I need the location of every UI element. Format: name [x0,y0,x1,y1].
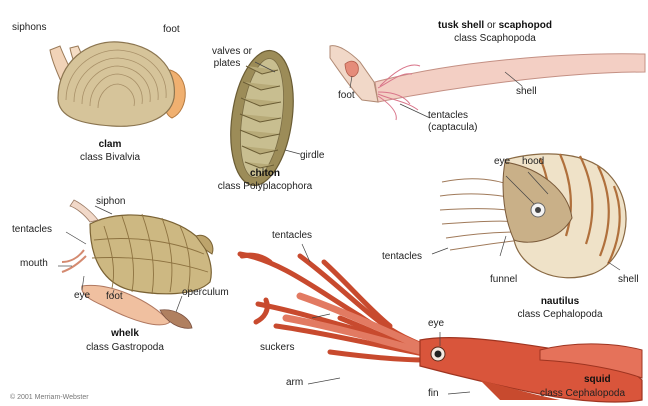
squid-tentacles-label: tentacles [272,230,312,242]
whelk-mouth-label: mouth [20,258,48,270]
whelk-foot-label: foot [106,291,123,303]
nautilus-eye-label: eye [494,156,510,168]
whelk-class: class Gastropoda [60,342,190,354]
nautilus-illustration [432,154,626,278]
whelk-illustration [58,200,213,328]
tusk-name-b: scaphopod [499,20,552,31]
squid-eye-label: eye [428,318,444,330]
squid-fin-label: fin [428,388,439,400]
nautilus-shell-label: shell [618,274,639,286]
tusk-class: class Scaphopoda [440,33,550,45]
nautilus-tentacles-label: tentacles [382,251,422,263]
nautilus-class: class Cephalopoda [505,309,615,321]
tusk-or: or [487,20,496,31]
whelk-name: whelk [95,328,155,340]
clam-name: clam [80,139,140,151]
tusk-tentacles-label: tentacles [428,110,468,122]
tusk-shell-label: shell [516,86,537,98]
whelk-eye-label: eye [74,290,90,302]
nautilus-hood-label: hood [522,156,544,168]
chiton-name: chiton [230,168,300,180]
clam-foot-label: foot [163,24,180,36]
nautilus-funnel-label: funnel [490,274,517,286]
tusk-captacula-label: (captacula) [428,122,477,134]
tusk-title: tusk shell or scaphopod [400,20,590,32]
squid-arm-label: arm [286,377,303,389]
squid-name: squid [584,374,611,386]
chiton-valves-label: valves or [200,46,264,58]
chiton-girdle-label: girdle [300,150,324,162]
clam-class: class Bivalvia [60,152,160,164]
tusk-shell-illustration [330,46,645,120]
squid-suckers-label: suckers [260,342,294,354]
tusk-foot-label: foot [338,90,355,102]
whelk-operculum-label: operculum [182,287,229,299]
chiton-plates-label: plates [200,58,254,70]
copyright-notice: © 2001 Merriam-Webster [10,394,89,401]
clam-illustration [50,42,185,126]
nautilus-name: nautilus [525,296,595,308]
clam-siphons-label: siphons [12,22,46,34]
tusk-name-a: tusk shell [438,20,484,31]
squid-class: class Cephalopoda [540,388,625,400]
whelk-tentacles-label: tentacles [12,224,52,236]
whelk-siphon-label: siphon [96,196,125,208]
chiton-class: class Polyplacophora [200,181,330,193]
